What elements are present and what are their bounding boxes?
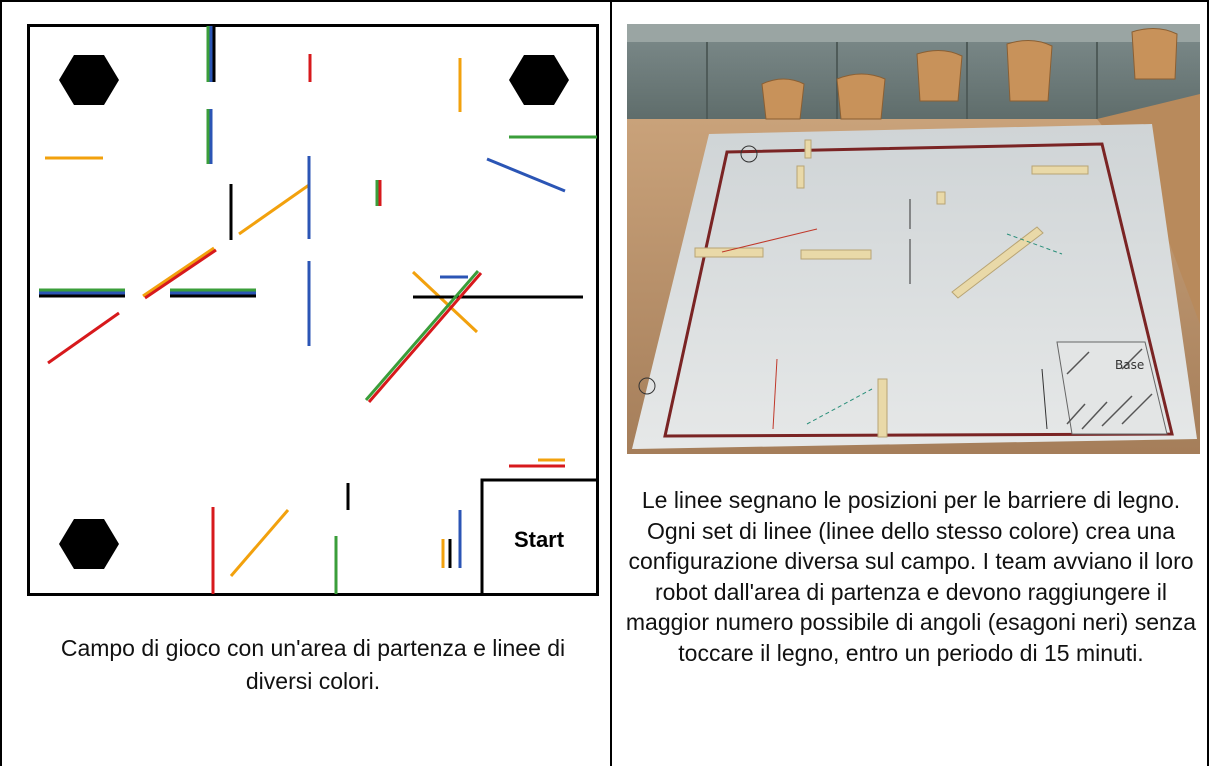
field-border [27,24,599,596]
corner-hexagon-icon [509,55,569,105]
table-border-top [0,0,1209,2]
start-area-border [480,478,597,594]
barrier-lines [39,26,597,594]
photo-of-playing-field-icon: Base [627,24,1200,454]
table-border-left [0,0,2,766]
field-svg: Start [27,24,599,596]
table-border-right [1207,0,1209,766]
base-label: Base [1115,358,1144,372]
field-photo: Base [627,24,1200,454]
caption-left: Campo di gioco con un'area di partenza e… [60,635,566,694]
start-label: Start [514,527,565,552]
caption-right: Le linee segnano le posizioni per le bar… [625,487,1197,666]
table-border-middle [610,0,612,766]
corner-hexagon-icon [59,519,119,569]
playing-field-diagram: Start [27,24,599,596]
corner-hexagon-icon [59,55,119,105]
